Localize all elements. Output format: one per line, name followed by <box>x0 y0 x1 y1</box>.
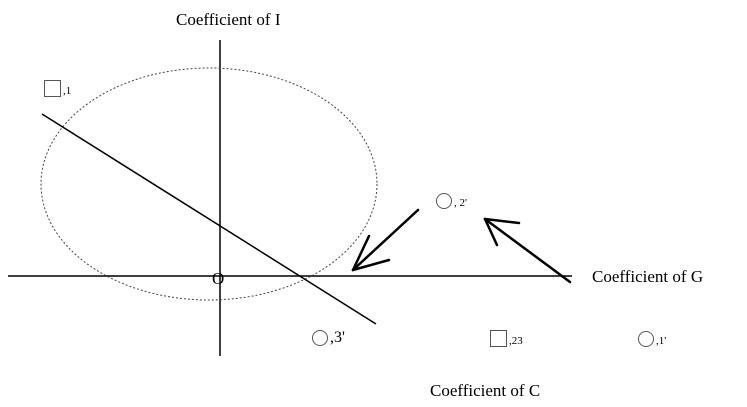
marker-square-1: ,1 <box>44 80 71 97</box>
marker-label: , 2' <box>454 197 467 209</box>
marker-label: ,23 <box>509 335 523 347</box>
origin-label: O <box>212 269 225 288</box>
diagonal-line <box>41 113 377 325</box>
marker-circle-2: , 2' <box>436 193 467 209</box>
marker-label: ,1' <box>656 335 667 347</box>
circle-marker-icon <box>436 193 452 209</box>
vertical-axis-title: Coefficient of I <box>176 10 281 29</box>
square-marker-icon <box>44 80 61 97</box>
marker-circle-5: ,1' <box>638 331 666 347</box>
arrow-from-g <box>483 217 572 284</box>
marker-square-4: ,23 <box>490 330 523 347</box>
g-arrow-label: Coefficient of G <box>592 267 704 286</box>
marker-label: ,1 <box>63 85 72 97</box>
dotted-ellipse <box>40 67 378 301</box>
square-marker-icon <box>490 330 507 347</box>
marker-label: ,3' <box>330 329 345 346</box>
arrow-to-ellipse <box>351 208 420 272</box>
circle-marker-icon <box>312 330 328 346</box>
marker-circle-3: ,3' <box>312 330 345 346</box>
circle-marker-icon <box>638 331 654 347</box>
horizontal-axis-title: Coefficient of C <box>430 381 541 400</box>
